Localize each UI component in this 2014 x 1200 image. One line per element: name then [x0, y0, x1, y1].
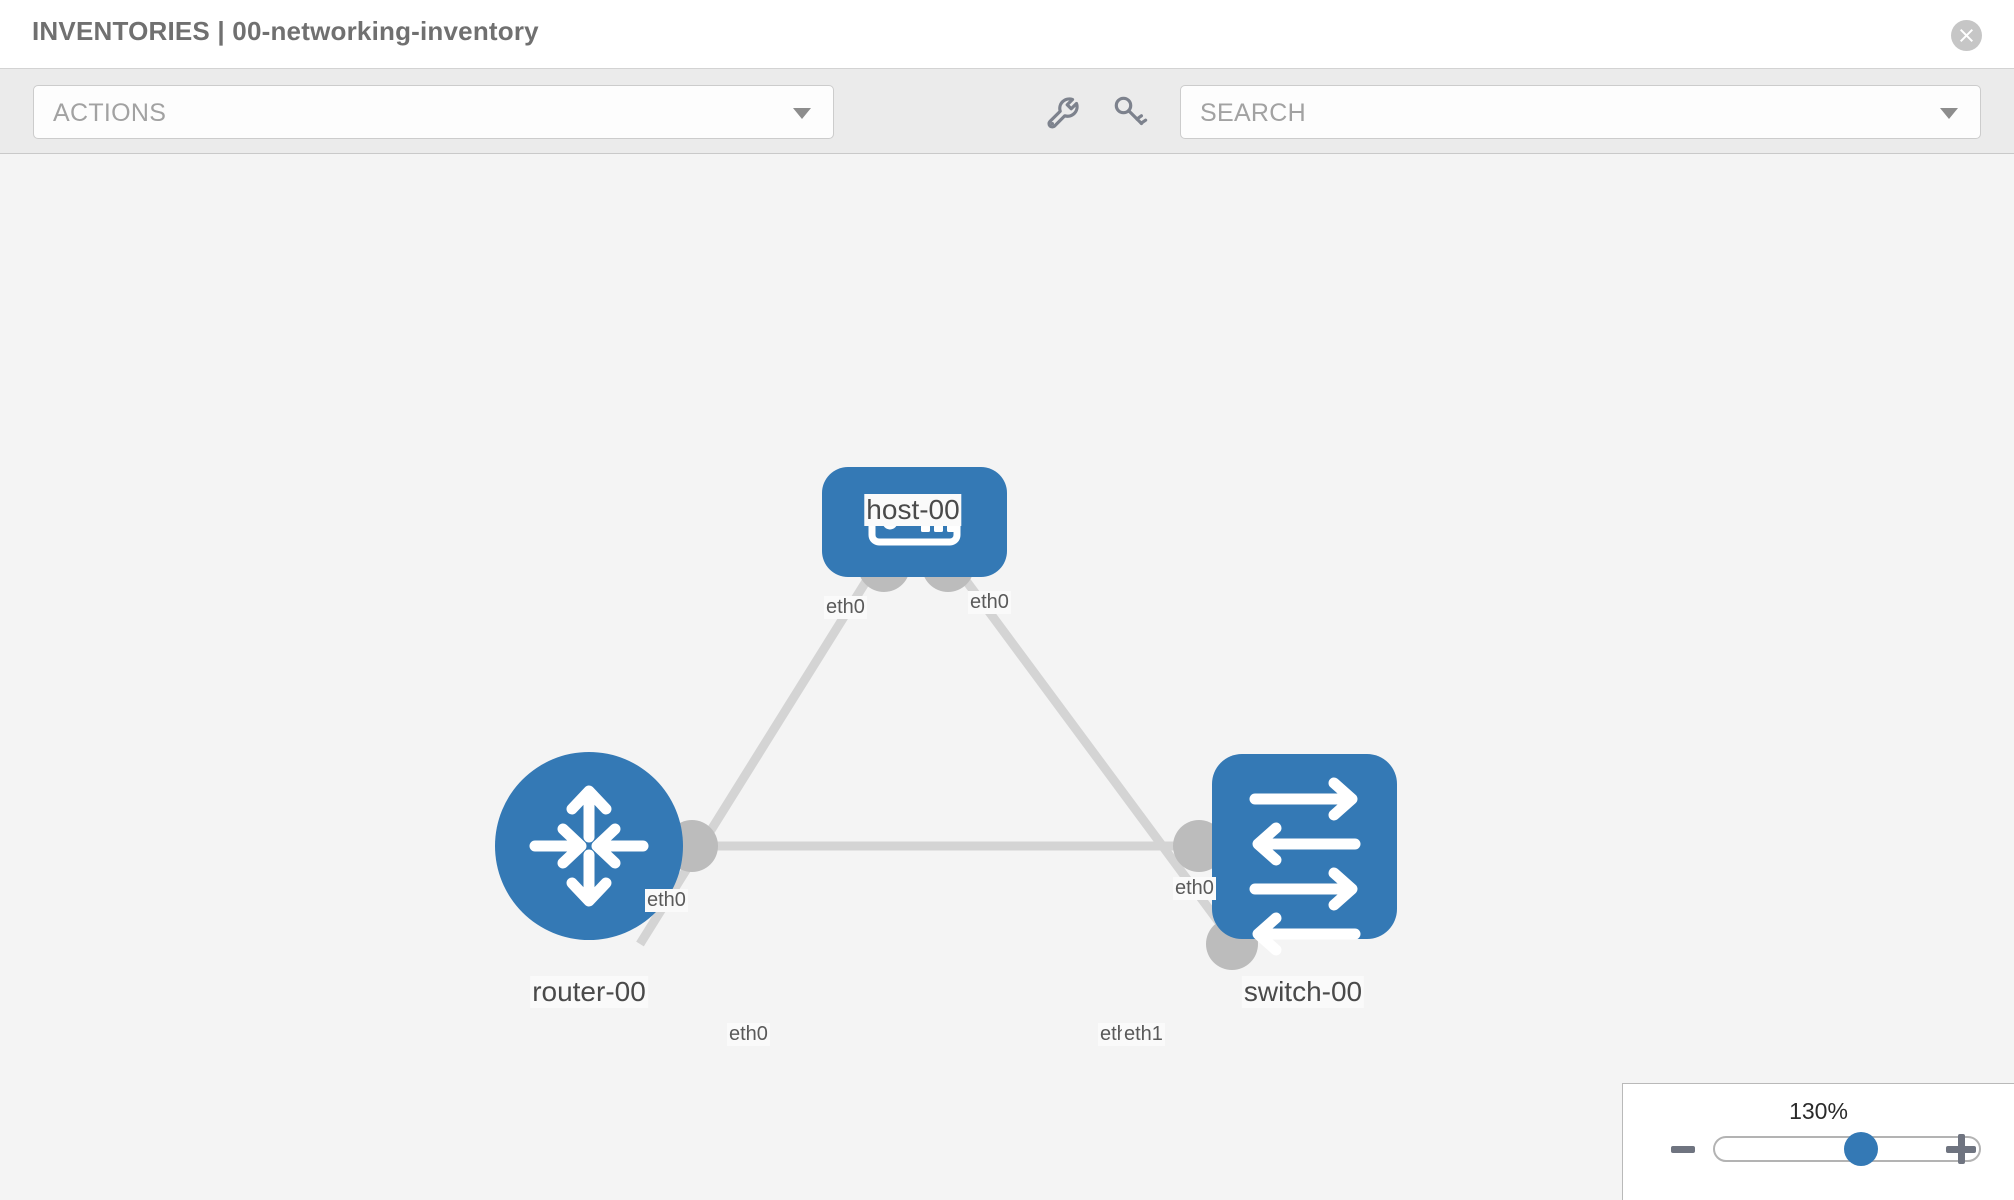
interface-label: eth0 — [1173, 877, 1216, 900]
zoom-out-button[interactable] — [1671, 1146, 1695, 1153]
window-header: INVENTORIES | 00-networking-inventory — [0, 0, 2014, 68]
actions-dropdown-label: ACTIONS — [53, 99, 167, 127]
link-host-router — [636, 556, 884, 947]
actions-dropdown[interactable]: ACTIONS — [33, 85, 834, 139]
zoom-slider-thumb[interactable] — [1844, 1132, 1879, 1166]
search-input[interactable]: SEARCH — [1180, 85, 1981, 139]
page-title: INVENTORIES | 00-networking-inventory — [32, 16, 539, 46]
node-label-router-00: router-00 — [530, 976, 648, 1008]
interface-label: eth0 — [968, 591, 1011, 614]
interface-label: eth0 — [727, 1023, 770, 1046]
zoom-control-panel: 130% — [1622, 1083, 2014, 1200]
node-label-host-00: host-00 — [864, 494, 962, 526]
close-icon[interactable] — [1951, 20, 1982, 51]
search-placeholder: SEARCH — [1200, 99, 1306, 127]
node-router-00 — [495, 752, 683, 940]
key-icon[interactable] — [1110, 93, 1148, 131]
node-switch-00 — [1212, 754, 1397, 956]
wrench-icon[interactable] — [1043, 93, 1081, 131]
interface-label: eth1 — [1122, 1023, 1165, 1046]
zoom-in-button[interactable] — [1946, 1134, 1976, 1164]
topology-canvas[interactable]: host-00 router-00 switch-00 eth0 eth0 et… — [0, 154, 2014, 1200]
interface-label: eth0 — [645, 889, 688, 912]
zoom-level-value: 130% — [1789, 1098, 1848, 1124]
interface-label: eth0 — [824, 596, 867, 619]
chevron-down-icon — [793, 108, 811, 119]
topology-links — [636, 556, 1239, 947]
topology-toolbar: ACTIONS SEARCH — [0, 68, 2014, 154]
node-label-switch-00: switch-00 — [1241, 976, 1365, 1008]
search-chevron-down-icon[interactable] — [1940, 108, 1958, 119]
